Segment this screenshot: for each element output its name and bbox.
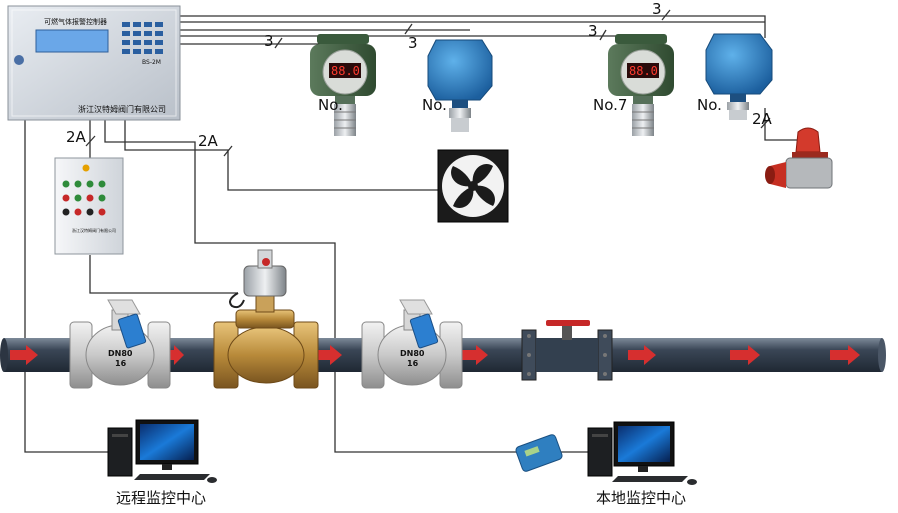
valve-pn: 16 xyxy=(115,359,127,368)
signal-converter[interactable] xyxy=(515,434,563,473)
valve-dn: DN80 xyxy=(400,349,425,358)
mouse-icon xyxy=(207,477,217,483)
keyboard-icon xyxy=(612,476,688,482)
cable-label: 3 xyxy=(408,34,418,52)
flow-arrow-icon xyxy=(318,345,342,365)
flow-arrow-icon xyxy=(170,345,184,365)
flow-arrow-icon xyxy=(10,345,38,365)
control-box-brand: 浙江汉特姆阀门有限公司 xyxy=(72,227,116,233)
local-monitor-label: 本地监控中心 xyxy=(596,489,686,507)
signal-wiring xyxy=(24,9,809,453)
cable-label: 3 xyxy=(652,0,662,18)
wire-to-detector-4 xyxy=(180,15,766,38)
gas-alarm-controller[interactable]: 可燃气体报警控制器 BS-2M 浙江汉特姆阀门有限公司 xyxy=(7,5,181,121)
wire-box-to-solenoid xyxy=(89,255,238,294)
detector-label: No. xyxy=(697,96,722,114)
detector-label: No. xyxy=(318,96,343,114)
ball-valve-2[interactable]: DN80 16 xyxy=(361,299,463,389)
valve-handle-icon xyxy=(117,313,147,349)
gas-detector-4[interactable]: No. xyxy=(697,33,773,120)
flow-arrow-icon xyxy=(730,345,760,365)
cable-labels: 3 3 3 3 2A 2A 2A xyxy=(66,0,773,150)
cable-label: 2A xyxy=(752,110,773,128)
mouse-icon xyxy=(687,479,697,485)
valve-lever-icon xyxy=(546,320,590,326)
flow-direction-arrows xyxy=(10,345,860,365)
gas-detector-3[interactable]: 88.0 No.7 xyxy=(593,34,674,136)
cable-label: 3 xyxy=(588,22,598,40)
wire-to-fan xyxy=(124,120,438,191)
cable-label: 2A xyxy=(66,128,87,146)
local-monitor-computer[interactable] xyxy=(587,421,697,485)
valve-handle-icon xyxy=(409,313,439,349)
valve-control-box[interactable]: 浙江汉特姆阀门有限公司 xyxy=(54,157,124,255)
ball-valve-1[interactable]: DN80 16 xyxy=(69,299,171,389)
detector-display: 88.0 xyxy=(629,64,658,78)
detector-label: No. xyxy=(422,96,447,114)
controller-keypad[interactable] xyxy=(122,22,163,54)
gas-detector-2[interactable]: No. xyxy=(422,39,493,132)
remote-monitor-computer[interactable] xyxy=(107,419,217,483)
flow-arrow-icon xyxy=(462,345,488,365)
detector-label: No.7 xyxy=(593,96,627,114)
solenoid-valve[interactable] xyxy=(213,249,319,389)
detector-display: 88.0 xyxy=(331,64,360,78)
remote-monitor-label: 远程监控中心 xyxy=(116,489,206,507)
sound-light-alarm[interactable] xyxy=(765,127,833,189)
indicator-lamp xyxy=(82,164,90,172)
cable-label: 2A xyxy=(198,132,219,150)
fan-blades-icon xyxy=(451,164,495,208)
gas-detector-1[interactable]: 88.0 No. xyxy=(310,34,376,136)
monitor-screen xyxy=(140,424,194,460)
monitor-screen xyxy=(618,426,670,462)
controller-model: BS-2M xyxy=(142,59,161,66)
wire-to-local-monitor xyxy=(104,120,520,453)
flow-arrow-icon xyxy=(628,345,656,365)
cable-label: 3 xyxy=(264,32,274,50)
wire-to-remote-monitor xyxy=(24,120,110,453)
control-box-buttons[interactable] xyxy=(62,180,106,216)
controller-brand: 浙江汉特姆阀门有限公司 xyxy=(78,104,166,114)
manual-valve[interactable] xyxy=(521,320,613,381)
controller-lcd xyxy=(35,29,109,53)
valve-dn: DN80 xyxy=(108,349,133,358)
controller-title: 可燃气体报警控制器 xyxy=(44,17,107,26)
solenoid-coil xyxy=(243,265,287,297)
flow-arrow-icon xyxy=(830,345,860,365)
exhaust-fan[interactable] xyxy=(437,149,509,223)
keyboard-icon xyxy=(134,474,210,480)
logo-icon xyxy=(14,55,24,65)
valve-pn: 16 xyxy=(407,359,419,368)
